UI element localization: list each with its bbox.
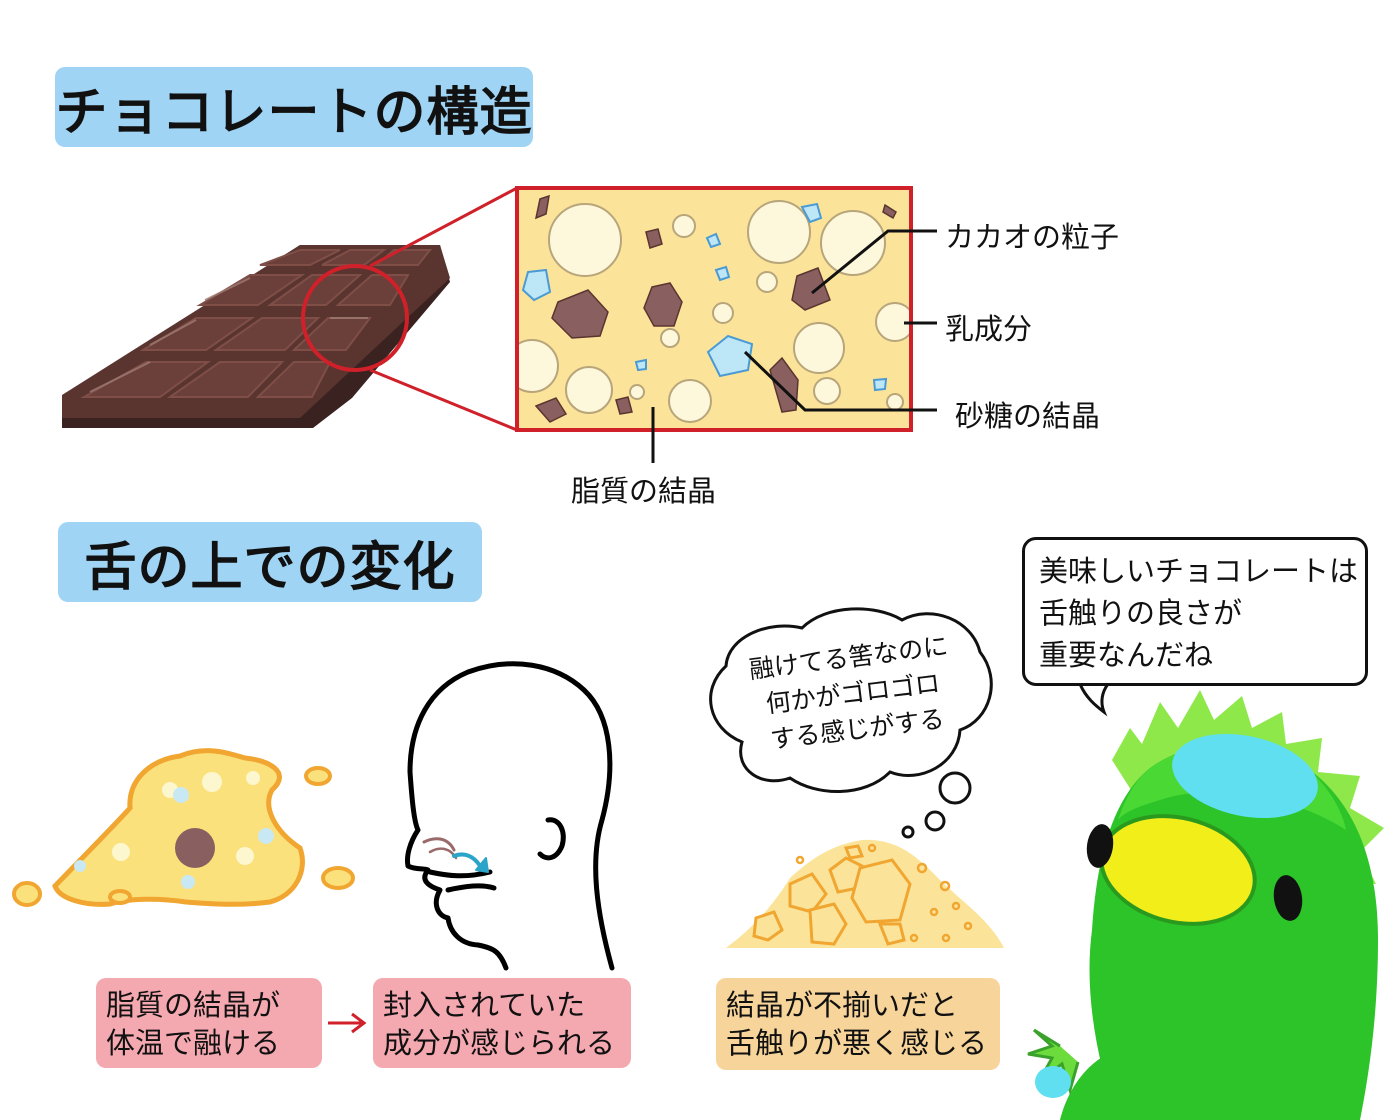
melting-fat-illustration (12, 748, 355, 907)
human-head-illustration (405, 661, 615, 971)
speech-line-1: 美味しいチョコレートは (1039, 554, 1359, 588)
caption-fat-melts: 脂質の結晶が 体温で融ける (96, 978, 322, 1068)
caption-uneven-crystals-line-2: 舌触りが悪く感じる (726, 1026, 988, 1060)
speech-bubble-tail (1078, 680, 1110, 717)
caption-uneven-crystals: 結晶が不揃いだと 舌触りが悪く感じる (716, 978, 1000, 1070)
caption-uneven-crystals-line-1: 結晶が不揃いだと (726, 988, 959, 1022)
uneven-crystal-pile-illustration (726, 839, 1004, 948)
speech-line-2: 舌触りの良さが (1039, 596, 1243, 630)
speech-line-3: 重要なんだね (1039, 638, 1214, 672)
section-title-structure: チョコレートの構造 (55, 67, 533, 147)
kappa-character (1027, 690, 1384, 1120)
speech-bubble: 美味しいチョコレートは 舌触りの良さが 重要なんだね (1022, 537, 1368, 686)
label-fat-crystal: 脂質の結晶 (571, 474, 717, 508)
arrow-melt-to-release (328, 1012, 367, 1034)
leader-sugar (743, 350, 937, 412)
caption-fat-melts-line-1: 脂質の結晶が (106, 988, 281, 1022)
label-sugar-crystal: 砂糖の結晶 (955, 399, 1101, 433)
leader-cacao (811, 229, 937, 295)
cross-section-diagram (515, 186, 937, 463)
label-cacao-particle: カカオの粒子 (945, 220, 1120, 254)
section-title-tongue-change: 舌の上での変化 (58, 522, 482, 602)
caption-components-released: 封入されていた 成分が感じられる (373, 978, 631, 1068)
thought-bubble (709, 607, 993, 839)
chocolate-bar-illustration (62, 186, 518, 432)
caption-fat-melts-line-2: 体温で融ける (106, 1026, 281, 1060)
caption-components-released-line-2: 成分が感じられる (383, 1026, 616, 1060)
label-milk-component: 乳成分 (945, 312, 1033, 346)
caption-components-released-line-1: 封入されていた (383, 988, 586, 1022)
zoom-circle (301, 264, 409, 372)
